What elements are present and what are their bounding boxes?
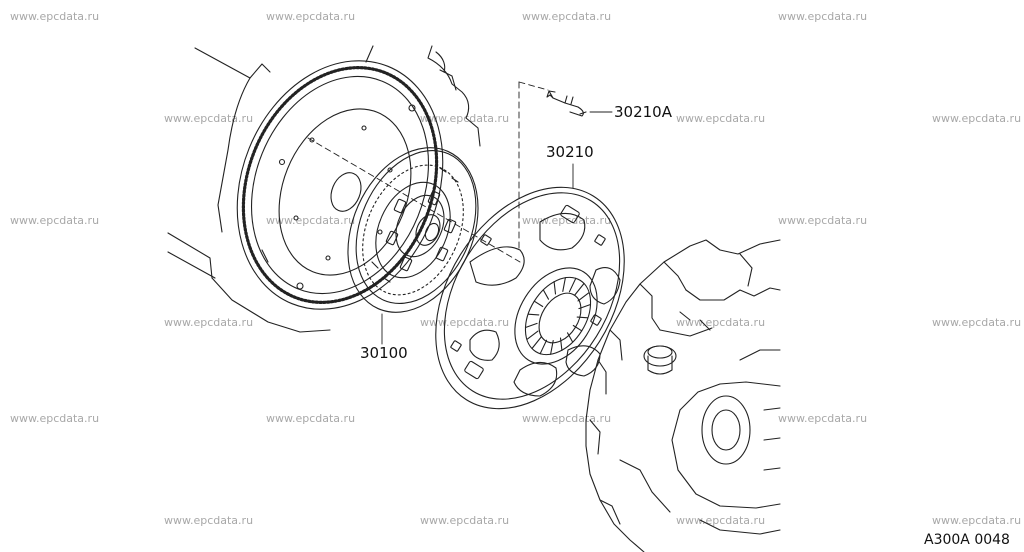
watermark-text: www.epcdata.ru [164, 112, 254, 125]
watermark-text: www.epcdata.ru [522, 214, 612, 227]
watermark-text: www.epcdata.ru [164, 514, 254, 527]
watermark-text: www.epcdata.ru [676, 316, 766, 329]
diagram-code: A300A 0048 [924, 532, 1010, 548]
watermark-text: www.epcdata.ru [522, 412, 612, 425]
spring-finger [526, 330, 539, 340]
spring-finger [550, 340, 554, 355]
watermark-text: www.epcdata.ru [778, 412, 868, 425]
watermark-text: www.epcdata.ru [420, 514, 510, 527]
clutch-cover [435, 186, 625, 410]
engine-block-outline [167, 45, 481, 333]
flywheel [236, 60, 444, 310]
clutch-disc [347, 147, 479, 313]
watermark-text: www.epcdata.ru [420, 112, 510, 125]
spring-finger [578, 303, 592, 310]
watermark-text: www.epcdata.ru [164, 316, 254, 329]
watermark-text: www.epcdata.ru [778, 10, 868, 23]
spring-finger [577, 292, 590, 302]
spring-finger [572, 324, 583, 332]
watermark-text: www.epcdata.ru [676, 514, 766, 527]
spring-finger [562, 277, 566, 292]
watermark-text: www.epcdata.ru [932, 112, 1022, 125]
spring-finger [531, 336, 542, 350]
watermark-text: www.epcdata.ru [932, 514, 1022, 527]
alignment-lines [307, 81, 549, 263]
watermark-text: www.epcdata.ru [522, 10, 612, 23]
spring-finger [542, 289, 550, 300]
spring-finger [568, 277, 577, 293]
watermark-text: www.epcdata.ru [10, 412, 100, 425]
watermark-text: www.epcdata.ru [10, 214, 100, 227]
leader-lines [381, 111, 613, 345]
spring-finger [553, 281, 557, 295]
spring-finger [527, 313, 540, 316]
part-label-disc: 30100 [360, 344, 408, 362]
transmission-housing [585, 239, 781, 552]
spring-finger [533, 300, 544, 308]
watermark-text: www.epcdata.ru [778, 214, 868, 227]
spring-finger [524, 322, 538, 329]
watermark-text: www.epcdata.ru [10, 10, 100, 23]
watermark-text: www.epcdata.ru [266, 412, 356, 425]
spring-finger [566, 332, 574, 343]
spring-finger [539, 339, 548, 355]
bolt [546, 90, 587, 117]
spring-finger [576, 316, 589, 319]
part-label-cover: 30210 [546, 143, 594, 161]
diaphragm-spring-fingers [524, 277, 592, 355]
spring-finger [559, 337, 563, 351]
watermark-text: www.epcdata.ru [266, 214, 356, 227]
watermark-text: www.epcdata.ru [932, 316, 1022, 329]
part-label-bolt: 30210A [614, 103, 672, 121]
spring-finger [574, 282, 585, 296]
watermark-text: www.epcdata.ru [420, 316, 510, 329]
watermark-text: www.epcdata.ru [266, 10, 356, 23]
watermark-text: www.epcdata.ru [676, 112, 766, 125]
